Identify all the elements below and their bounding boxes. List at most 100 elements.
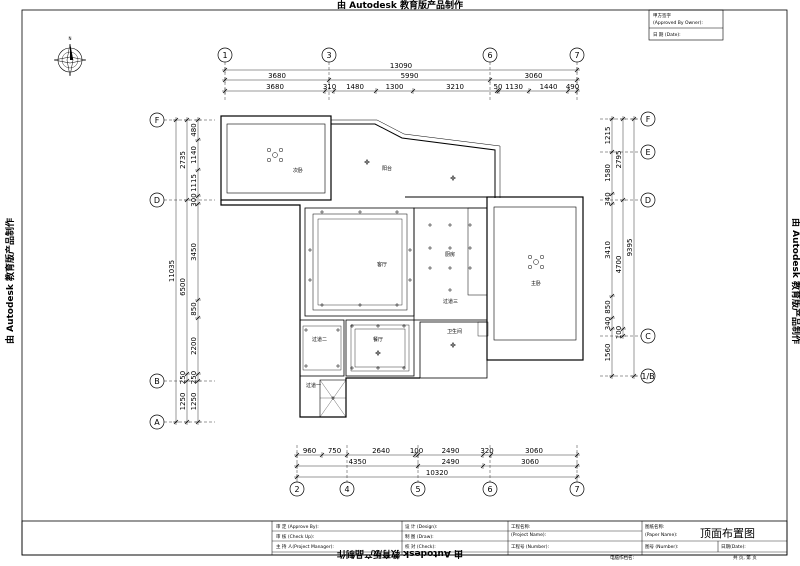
axis-bottom-5: 5 bbox=[410, 481, 426, 497]
svg-text:6: 6 bbox=[487, 485, 492, 494]
room-dining: 餐厅 bbox=[373, 336, 383, 343]
axis-right-D: D bbox=[640, 192, 656, 208]
svg-text:1: 1 bbox=[222, 51, 227, 60]
svg-text:6: 6 bbox=[487, 51, 492, 60]
tb-verify: 校 对 (Check): bbox=[405, 543, 436, 550]
svg-text:7: 7 bbox=[574, 485, 579, 494]
svg-text:310: 310 bbox=[323, 83, 336, 91]
svg-text:3: 3 bbox=[326, 51, 331, 60]
svg-text:B: B bbox=[154, 377, 160, 386]
svg-text:2735: 2735 bbox=[179, 151, 187, 169]
room-kitchen: 厨房 bbox=[445, 251, 455, 258]
tb-project-name: 工程名称: bbox=[511, 523, 531, 530]
svg-text:250: 250 bbox=[179, 371, 187, 384]
floor-plan-walls bbox=[220, 115, 584, 418]
svg-text:4350: 4350 bbox=[349, 458, 367, 466]
north-compass-icon: N bbox=[53, 36, 87, 77]
svg-text:2: 2 bbox=[294, 485, 299, 494]
room-living: 客厅 bbox=[377, 261, 387, 268]
ceiling-lights bbox=[266, 147, 545, 400]
svg-text:480: 480 bbox=[190, 123, 198, 136]
watermark-top: 由 Autodesk 教育版产品制作 bbox=[337, 0, 463, 11]
owner-approval-box: 甲方签字 (Approved By Owner): 日 期 (Date): bbox=[648, 9, 724, 41]
room-master: 主卧 bbox=[531, 280, 541, 287]
tb-design: 设 计 (Design): bbox=[405, 523, 437, 530]
svg-text:1560: 1560 bbox=[604, 344, 612, 362]
drawing-title: 顶面布置图 bbox=[700, 527, 755, 540]
watermark-left: 由 Autodesk 教育版产品制作 bbox=[4, 218, 16, 344]
svg-text:13090: 13090 bbox=[390, 62, 412, 70]
svg-text:2490: 2490 bbox=[442, 458, 460, 466]
svg-text:3410: 3410 bbox=[604, 241, 612, 259]
svg-text:F: F bbox=[155, 116, 160, 125]
tb-project-no: 工程号 (Number): bbox=[511, 543, 549, 550]
svg-text:1215: 1215 bbox=[604, 127, 612, 145]
svg-text:1115: 1115 bbox=[190, 174, 198, 192]
sheet-border bbox=[21, 9, 788, 556]
svg-text:4700: 4700 bbox=[615, 256, 623, 274]
svg-text:6500: 6500 bbox=[179, 278, 187, 296]
svg-text:D: D bbox=[154, 196, 160, 205]
svg-text:1480: 1480 bbox=[346, 83, 364, 91]
watermark-bottom: 由 Autodesk 教育版产品制作 bbox=[337, 548, 463, 560]
svg-text:750: 750 bbox=[328, 447, 341, 455]
svg-text:10320: 10320 bbox=[426, 469, 448, 477]
owner-signature-label-en: (Approved By Owner): bbox=[653, 20, 703, 26]
axis-bottom-7: 7 bbox=[569, 481, 585, 497]
svg-text:3680: 3680 bbox=[266, 83, 284, 91]
axis-left-F: F bbox=[149, 112, 165, 128]
tb-date2: 日期(Date): bbox=[721, 544, 746, 550]
dim-top-row2: 3680 5990 3060 bbox=[222, 72, 580, 83]
svg-text:E: E bbox=[645, 148, 650, 157]
watermark-right: 由 Autodesk 教育版产品制作 bbox=[790, 218, 800, 344]
owner-signature-label: 甲方签字 bbox=[653, 12, 671, 19]
axis-top-7: 7 bbox=[569, 47, 585, 63]
axis-left-B: B bbox=[149, 373, 165, 389]
room-labels: 次卧 阳台 客厅 厨房 主卧 过道一 过道二 过道三 餐厅 卫生间 bbox=[293, 165, 541, 389]
axis-bottom-6: 6 bbox=[482, 481, 498, 497]
svg-text:3680: 3680 bbox=[268, 72, 286, 80]
axis-right-E: E bbox=[640, 144, 656, 160]
room-corridor3: 过道三 bbox=[443, 298, 458, 305]
axis-right-F: F bbox=[640, 111, 656, 127]
svg-text:7: 7 bbox=[574, 51, 579, 60]
svg-text:3060: 3060 bbox=[525, 72, 543, 80]
svg-text:850: 850 bbox=[604, 300, 612, 313]
svg-text:1140: 1140 bbox=[190, 146, 198, 164]
svg-text:1580: 1580 bbox=[604, 164, 612, 182]
svg-text:2200: 2200 bbox=[190, 337, 198, 355]
dim-top-overall: 13090 bbox=[222, 62, 580, 73]
axis-right-1-B: 1/B bbox=[640, 368, 656, 384]
svg-text:250: 250 bbox=[190, 371, 198, 384]
svg-text:4: 4 bbox=[344, 485, 349, 494]
svg-text:11035: 11035 bbox=[168, 260, 176, 282]
svg-text:340: 340 bbox=[604, 192, 612, 205]
svg-text:D: D bbox=[645, 196, 651, 205]
svg-text:1130: 1130 bbox=[505, 83, 523, 91]
svg-text:5990: 5990 bbox=[401, 72, 419, 80]
dim-right-inner: 1215 1580 340 3410 850 340 1560 bbox=[604, 116, 615, 379]
svg-text:340: 340 bbox=[604, 317, 612, 330]
axis-left-D: D bbox=[149, 192, 165, 208]
svg-text:2640: 2640 bbox=[372, 447, 390, 455]
svg-text:100: 100 bbox=[410, 447, 423, 455]
tb-project-name-en: (Project Name): bbox=[511, 532, 546, 538]
title-block bbox=[21, 520, 788, 556]
svg-text:A: A bbox=[154, 418, 160, 427]
tb-drawing-no: 图号 (Number): bbox=[645, 544, 679, 550]
axis-top-1: 1 bbox=[217, 47, 233, 63]
tb-draw: 制 图 (Draw): bbox=[405, 533, 434, 540]
svg-text:2490: 2490 bbox=[442, 447, 460, 455]
svg-text:320: 320 bbox=[480, 447, 493, 455]
owner-date-label: 日 期 (Date): bbox=[653, 32, 681, 38]
svg-text:9395: 9395 bbox=[626, 239, 634, 257]
dim-right-overall: 9395 bbox=[626, 116, 637, 379]
svg-text:100: 100 bbox=[615, 326, 623, 339]
svg-text:1440: 1440 bbox=[540, 83, 558, 91]
svg-text:1250: 1250 bbox=[190, 393, 198, 411]
